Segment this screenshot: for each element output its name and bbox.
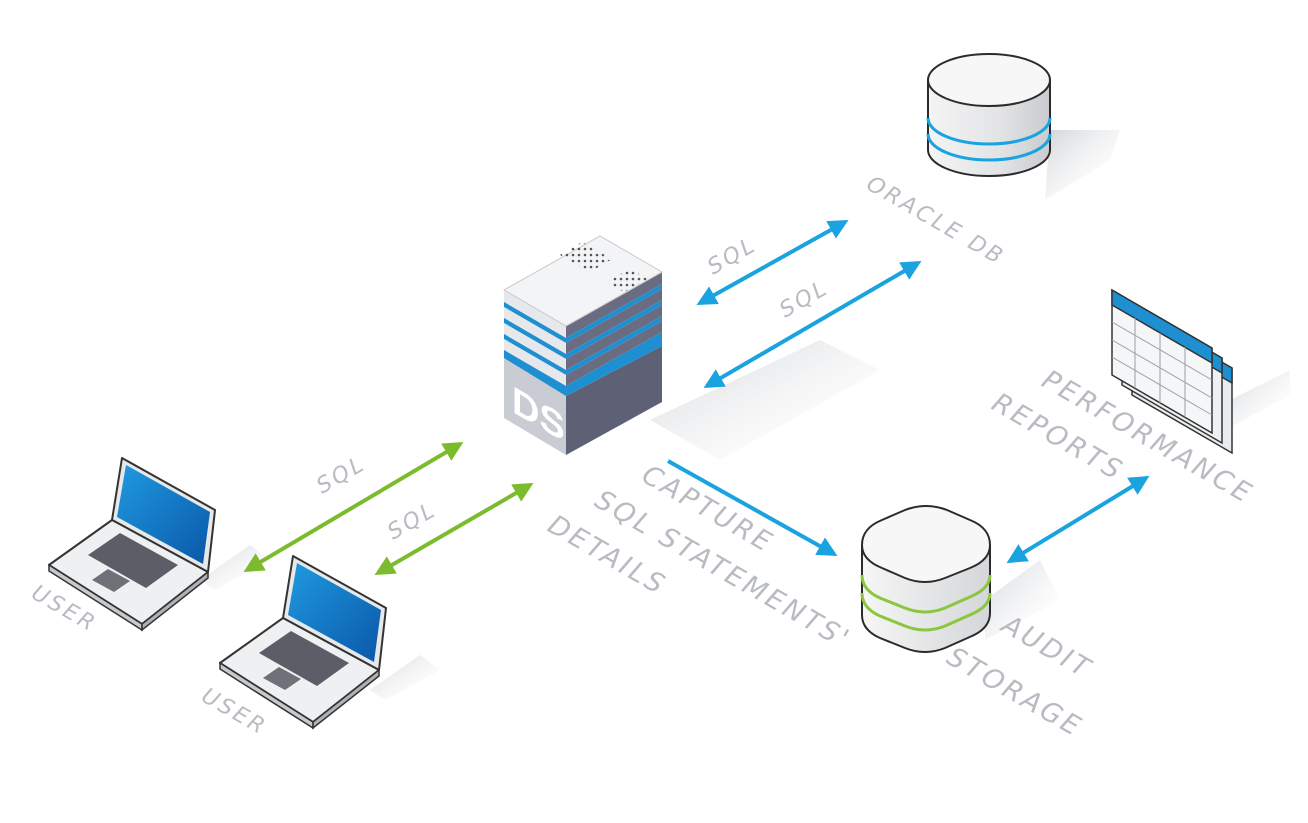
db-shadow <box>1045 130 1120 200</box>
audit-shadow <box>985 560 1060 640</box>
laptop-icon <box>219 555 387 730</box>
report-sheets-icon <box>1111 288 1233 455</box>
label-sql-user-1: SQL <box>313 451 371 499</box>
label-sql-user-2: SQL <box>384 497 442 545</box>
laptop2-shadow <box>370 655 440 700</box>
oracle-database-icon <box>926 53 1052 177</box>
arrow-sql-user-2 <box>374 482 534 576</box>
ds-server-icon: DS <box>502 235 664 455</box>
label-oracle-db: ORACLE DB <box>862 172 1009 271</box>
laptop-icon <box>48 457 216 632</box>
reports-shadow <box>1225 370 1290 430</box>
audit-storage-icon <box>860 505 992 653</box>
arrow-sql-user-1 <box>243 441 464 573</box>
arrow-capture <box>667 459 838 556</box>
arrow-sql-db-2 <box>703 260 922 389</box>
arrow-audit-reports <box>1006 475 1150 564</box>
server-shadow <box>650 340 880 460</box>
